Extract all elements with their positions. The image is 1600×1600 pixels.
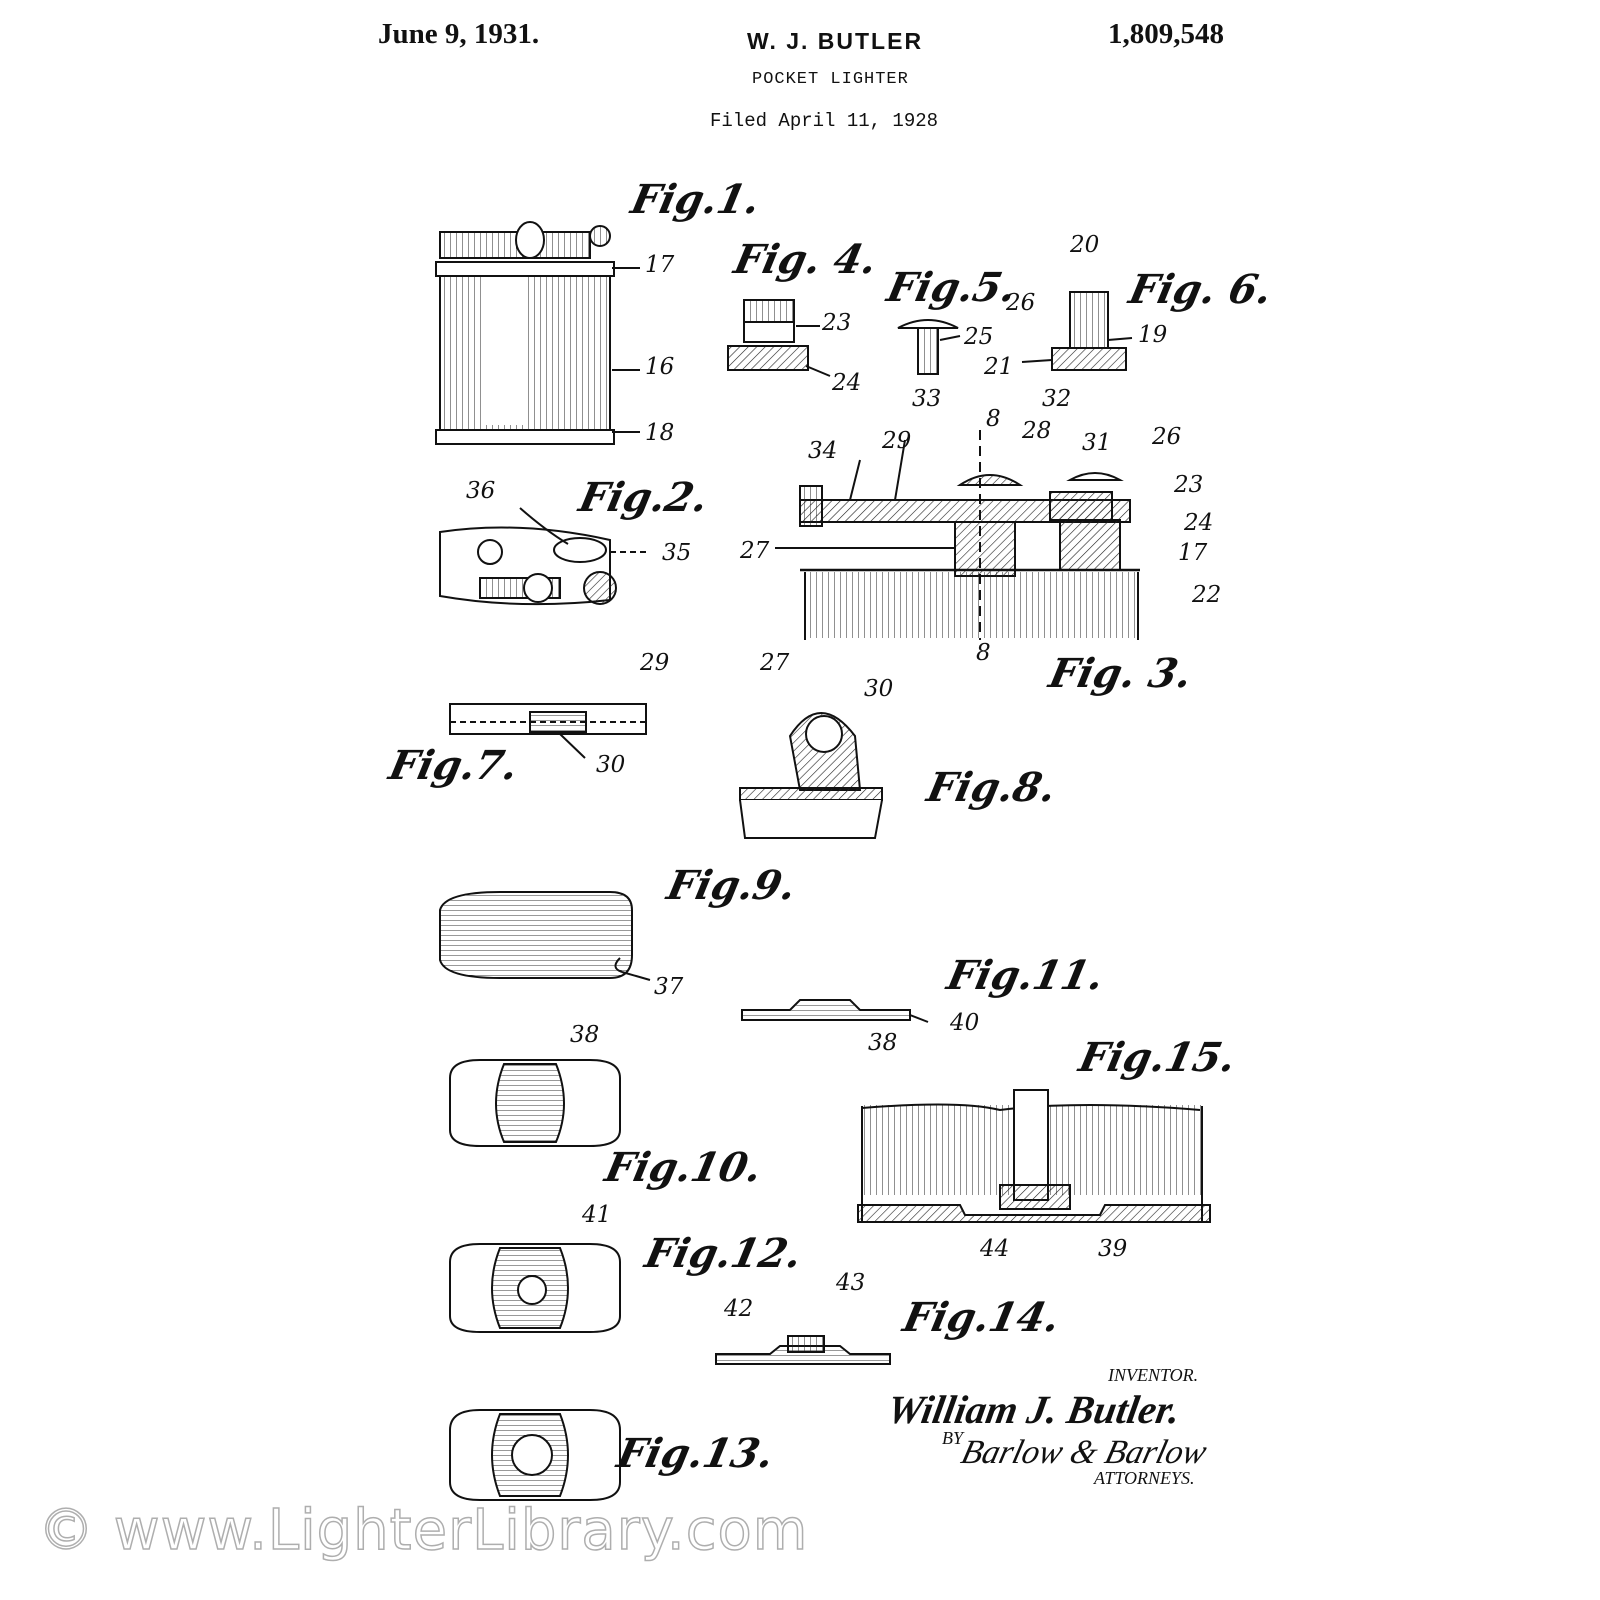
ref-39: 39 [1098,1236,1128,1262]
attorney-signature: Barlow & Barlow [957,1434,1211,1471]
ref-22: 22 [1192,582,1222,608]
ref-30-fig7: 30 [596,752,626,778]
fig5-label: Fig.5. [883,264,1021,311]
ref-40: 40 [950,1010,980,1036]
ref-36: 36 [466,478,496,504]
inventor-header: W. J. BUTLER [747,28,924,54]
fig9-drawing [439,891,651,981]
patent-date: June 9, 1931. [378,18,540,50]
ref-44: 44 [980,1236,1010,1262]
fig13-label: Fig.13. [613,1430,779,1477]
fig3-label: Fig. 3. [1045,650,1197,697]
ref-20: 20 [1070,232,1100,258]
fig1-drawing [435,221,640,445]
fig7-drawing [449,703,647,759]
fig1-label: Fig.1. [627,176,765,223]
fig11-drawing [741,999,929,1023]
ref-32: 32 [1042,386,1072,412]
ref-27-fig8: 27 [760,650,790,676]
ref-33: 33 [912,386,942,412]
fig9-label: Fig.9. [663,862,801,909]
ref-41: 41 [582,1202,612,1228]
fig8-label: Fig.8. [923,764,1061,811]
fig4-label: Fig. 4. [730,236,882,283]
fig13-drawing [449,1409,621,1501]
ref-26-sec: 26 [1152,424,1182,450]
fig4-drawing [727,299,831,377]
watermark: © www.LighterLibrary.com [37,1497,809,1564]
fig10-label: Fig.10. [601,1144,767,1191]
ref-25: 25 [964,324,994,350]
fig15-drawing [857,1089,1211,1223]
ref-38-fig11: 38 [868,1030,898,1056]
fig7-label: Fig.7. [385,742,523,789]
filed-date: Filed April 11, 1928 [710,110,939,132]
fig14-drawing [715,1335,891,1365]
inventor-signature: William J. Butler. [884,1387,1184,1432]
ref-37: 37 [654,974,684,1000]
ref-35: 35 [662,540,692,566]
ref-27: 27 [740,538,770,564]
fig3-drawing [775,430,1140,640]
fig2-label: Fig.2. [575,474,713,521]
ref-34: 34 [808,438,838,464]
ref-18: 18 [645,420,675,446]
fig14-label: Fig.14. [899,1294,1065,1341]
ref-42: 42 [724,1296,754,1322]
ref-38-fig10: 38 [570,1022,600,1048]
ref-8-top: 8 [986,406,1001,432]
fig12-label: Fig.12. [641,1230,807,1277]
ref-29-fig7: 29 [640,650,670,676]
fig2-drawing [439,507,650,606]
ref-30-fig8: 30 [864,676,894,702]
ref-24-sec: 24 [1184,510,1214,536]
ref-8-bottom: 8 [976,640,991,666]
ref-21: 21 [984,354,1014,380]
patent-title: POCKET LIGHTER [752,70,909,89]
fig8-drawing [739,712,883,839]
ref-17-sec: 17 [1178,540,1208,566]
fig10-drawing [449,1059,621,1147]
ref-17: 17 [645,252,675,278]
fig6-label: Fig. 6. [1125,266,1277,313]
fig12-drawing [449,1243,621,1333]
by-label: BY [942,1428,964,1448]
inventor-label: INVENTOR. [1108,1365,1199,1385]
ref-28: 28 [1022,418,1052,444]
ref-23-sec: 23 [1174,472,1204,498]
ref-43: 43 [836,1270,866,1296]
ref-16: 16 [645,354,675,380]
fig11-label: Fig.11. [943,952,1109,999]
attorneys-label: ATTORNEYS. [1094,1468,1195,1488]
fig15-label: Fig.15. [1075,1034,1241,1081]
ref-31: 31 [1082,430,1112,456]
ref-19: 19 [1138,322,1168,348]
fig5-drawing [897,319,961,375]
ref-26: 26 [1006,290,1036,316]
fig6-drawing [1021,291,1133,371]
ref-23: 23 [822,310,852,336]
patent-number: 1,809,548 [1108,18,1224,50]
ref-29: 29 [882,428,912,454]
ref-24: 24 [832,370,862,396]
